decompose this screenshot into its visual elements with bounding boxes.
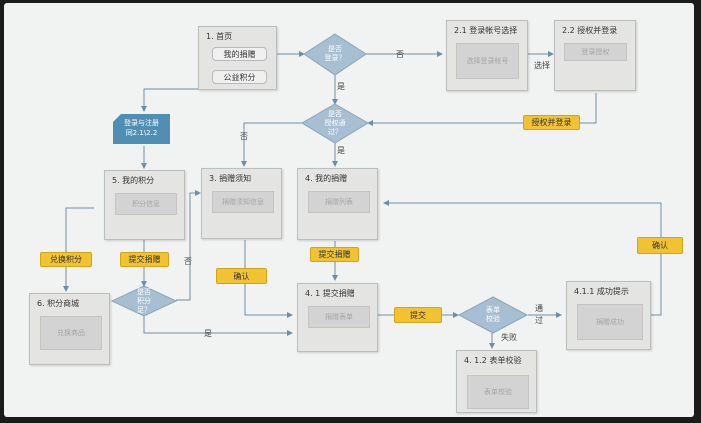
- auth-login-title: 2.2 授权并登录: [562, 26, 618, 35]
- donate-notice-node[interactable]: 3. 捐赠须知 捐赠须知信息: [201, 168, 282, 239]
- login-select-content: 选择登录帐号: [456, 43, 519, 79]
- points-check-line2: 积分: [137, 297, 151, 305]
- form-valid-diamond: [457, 296, 529, 334]
- exchange-points-badge: 兑换积分: [40, 252, 92, 267]
- is-authorized-line1: 是否: [328, 110, 342, 118]
- is-authorized-line2: 授权通: [324, 119, 346, 127]
- success-title: 4.1.1 成功提示: [574, 287, 629, 296]
- auth-login-node[interactable]: 2.2 授权并登录 登录授权: [554, 20, 636, 91]
- login-select-node[interactable]: 2.1 登录帐号选择 选择登录帐号: [446, 20, 528, 91]
- login-register-note: 登录与注册 同2.1\2.2: [113, 114, 170, 144]
- form-valid-line1: 表单: [486, 306, 500, 314]
- flowchart-canvas: 1. 首页 我的捐赠 公益积分 2.1 登录帐号选择 选择登录帐号 2.2 授权…: [4, 3, 694, 417]
- form-check-title: 4. 1.2 表单校验: [464, 356, 522, 365]
- is-logged-in-text: 是否 登录？: [319, 45, 351, 63]
- donate-notice-content: 捐赠须知信息: [212, 191, 274, 213]
- submit-donation-badge-b: 提交捐赠: [310, 247, 359, 262]
- points-check-line3: 足？: [137, 306, 151, 314]
- home-node[interactable]: 1. 首页 我的捐赠 公益积分: [198, 26, 277, 90]
- donate-notice-title: 3. 捐赠须知: [209, 174, 252, 183]
- edge-label-fail: 失败: [501, 333, 517, 342]
- success-content: 捐赠成功: [577, 304, 643, 340]
- points-check-line1: 是否: [137, 288, 151, 296]
- is-authorized-diamond: [301, 103, 369, 144]
- confirm-badge-a: 确认: [216, 268, 267, 284]
- is-authorized-text: 是否 授权通 过？: [319, 110, 351, 137]
- auth-login-badge: 授权并登录: [523, 115, 580, 130]
- home-title: 1. 首页: [206, 32, 233, 41]
- edge-label-select: 选择: [534, 61, 550, 70]
- points-check-diamond: [110, 285, 178, 317]
- edge-label-no-auth: 否: [240, 132, 248, 141]
- submit-donation-badge-a: 提交捐赠: [120, 252, 169, 267]
- form-valid-text: 表单 校验: [477, 306, 509, 324]
- form-check-node[interactable]: 4. 1.2 表单校验 表单校验: [456, 350, 537, 413]
- is-authorized-line3: 过？: [328, 128, 342, 136]
- edge-label-no-login: 否: [396, 50, 404, 59]
- my-donation-button[interactable]: 我的捐赠: [212, 47, 267, 61]
- my-donation-content: 捐赠列表: [308, 191, 370, 213]
- points-mall-content: 兑换商品: [40, 316, 102, 350]
- my-points-title: 5. 我的积分: [112, 176, 155, 185]
- auth-login-content: 登录授权: [564, 43, 627, 61]
- edge-label-yes-points: 是: [204, 329, 212, 338]
- edge-label-no-points: 否: [184, 257, 192, 266]
- success-node[interactable]: 4.1.1 成功提示 捐赠成功: [566, 281, 651, 350]
- my-points-node[interactable]: 5. 我的积分 积分信息: [104, 170, 185, 240]
- note-line-2: 同2.1\2.2: [125, 129, 158, 137]
- edge-label-yes-auth: 是: [337, 146, 345, 155]
- points-check-text: 是否 积分 足？: [128, 288, 160, 315]
- login-select-title: 2.1 登录帐号选择: [454, 26, 518, 35]
- points-mall-node[interactable]: 6. 积分商城 兑换商品: [29, 293, 110, 365]
- is-logged-in-line1: 是否: [328, 45, 342, 53]
- points-mall-title: 6. 积分商城: [37, 299, 80, 308]
- note-line-1: 登录与注册: [124, 119, 159, 127]
- form-valid-line2: 校验: [486, 315, 500, 323]
- my-donation-title: 4. 我的捐赠: [305, 174, 348, 183]
- edge-label-yes-login: 是: [337, 82, 345, 91]
- is-logged-in-line2: 登录？: [324, 54, 346, 62]
- submit-badge: 提交: [394, 307, 442, 323]
- is-logged-in-diamond: [303, 33, 367, 76]
- form-check-content: 表单校验: [467, 375, 529, 409]
- submit-donation-node[interactable]: 4. 1 提交捐赠 捐赠表单: [297, 283, 378, 352]
- submit-donation-content: 捐赠表单: [308, 306, 370, 328]
- charity-points-button[interactable]: 公益积分: [212, 70, 267, 84]
- edge-label-pass: 通过: [535, 304, 543, 325]
- submit-donation-title: 4. 1 提交捐赠: [305, 289, 355, 298]
- my-points-content: 积分信息: [115, 193, 177, 215]
- my-donation-node[interactable]: 4. 我的捐赠 捐赠列表: [297, 168, 378, 240]
- confirm-badge-b: 确认: [637, 237, 683, 254]
